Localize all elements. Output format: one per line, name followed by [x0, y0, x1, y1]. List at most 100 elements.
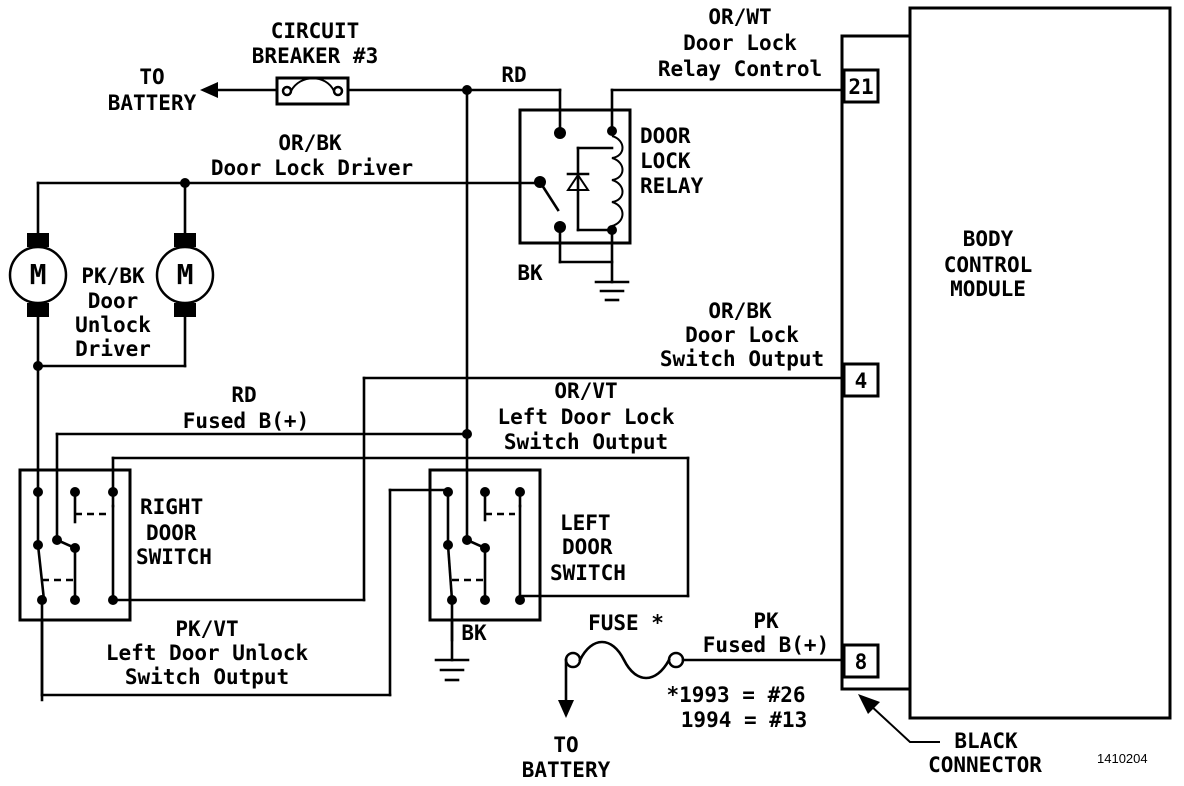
motor-right-cap-top: [174, 233, 196, 247]
left-door-label-3: SWITCH: [550, 561, 626, 585]
door-unlock-label-1: Door: [88, 289, 139, 313]
pin-4-box: [842, 362, 880, 398]
motor-left-cap-bottom: [27, 303, 49, 317]
fuse-note-1994: 1994 = #13: [681, 708, 807, 732]
left-door-lock-label: Left Door Lock: [497, 405, 674, 429]
bcm-label-line1: BODY: [963, 227, 1014, 251]
rd-top-label: RD: [501, 63, 526, 87]
relay-armature: [538, 180, 560, 212]
junction-unlock-driver: [33, 361, 43, 371]
or-bk-switch-label: OR/BK: [708, 299, 772, 323]
rds-contact: [108, 487, 118, 497]
relay-coil: [611, 135, 624, 227]
lds-contact: [480, 543, 490, 553]
black-connector-arrow: [858, 694, 880, 714]
arrow-to-battery-bottom: [558, 700, 574, 718]
relay-coil-top: [607, 126, 617, 136]
fuse-terminal-left: [564, 651, 582, 669]
cb-terminal-left: [281, 85, 293, 97]
bcm-box: [908, 6, 1172, 720]
rds-contact: [33, 487, 43, 497]
cb-terminal-right: [332, 85, 344, 97]
black-connector-leader: [869, 704, 940, 743]
right-door-switch-box: [18, 468, 132, 622]
bcm-label-line3: MODULE: [950, 277, 1026, 301]
left-door-label-1: LEFT: [560, 511, 611, 535]
rds-contact: [70, 543, 80, 553]
to-battery-top-line2: BATTERY: [108, 91, 197, 115]
lds-contact: [515, 487, 525, 497]
door-lock-label-2: Door Lock: [685, 323, 799, 347]
junction-rd-fused: [462, 429, 472, 439]
right-door-label-1: RIGHT: [140, 495, 203, 519]
left-door-label-2: DOOR: [562, 535, 613, 559]
motor-right-label: M: [177, 258, 194, 291]
lds-contact: [480, 487, 490, 497]
lds-contact: [462, 535, 472, 545]
cb-element: [290, 77, 335, 92]
lds-contact: [515, 595, 525, 605]
motor-right-cap-bottom: [174, 303, 196, 317]
pk-fused-label: Fused B(+): [703, 633, 829, 657]
black-connector-line2: CONNECTOR: [928, 753, 1042, 777]
motor-left-label: M: [30, 258, 47, 291]
arrow-to-battery-top: [200, 82, 218, 98]
fuse-note-1993: *1993 = #26: [666, 683, 805, 707]
left-door-unlock-label: Left Door Unlock: [106, 641, 309, 665]
rd-fused-label-1: RD: [231, 383, 256, 407]
unlock-switch-output-label: Switch Output: [125, 665, 289, 689]
bk-switch-label: BK: [461, 621, 487, 645]
to-battery-bottom-line1: TO: [553, 733, 578, 757]
left-door-switch-box: [428, 468, 542, 622]
pk-vt-label: PK/VT: [175, 617, 238, 641]
rds-contact: [70, 487, 80, 497]
circuit-breaker-line2: BREAKER #3: [252, 44, 378, 68]
fuse-terminal-right: [667, 651, 685, 669]
fuse-element: [578, 640, 671, 680]
rds-contact: [33, 540, 43, 550]
circuit-breaker-line1: CIRCUIT: [271, 19, 360, 43]
relay-box: [518, 108, 632, 245]
lds-contact: [443, 487, 453, 497]
rds-pole1-blade: [36, 543, 46, 602]
switch-output-label: Switch Output: [660, 347, 824, 371]
pin-21-box: [842, 68, 880, 104]
right-door-label-3: SWITCH: [136, 545, 212, 569]
to-battery-bottom-line2: BATTERY: [522, 758, 611, 782]
door-lock-driver-label: Door Lock Driver: [211, 156, 413, 180]
rds-contact: [70, 595, 80, 605]
door-lock-label-1: Door Lock: [683, 31, 797, 55]
door-unlock-label-2: Unlock: [75, 313, 151, 337]
relay-label-line3: RELAY: [640, 174, 704, 198]
bcm-label-line2: CONTROL: [944, 253, 1033, 277]
left-switch-output-label: Switch Output: [504, 430, 668, 454]
relay-control-label: Relay Control: [658, 57, 822, 81]
pin-8-label: 8: [855, 650, 868, 674]
pk-bk-label: PK/BK: [81, 264, 145, 288]
lds-contact: [443, 540, 453, 550]
or-bk-driver-label: OR/BK: [278, 131, 342, 155]
relay-label-line1: DOOR: [640, 124, 691, 148]
lds-contact: [447, 595, 457, 605]
pin-4-label: 4: [855, 369, 868, 393]
rds-contact: [52, 535, 62, 545]
figure-id: 1410204: [1097, 751, 1148, 766]
motor-left-cap-top: [27, 233, 49, 247]
bcm-connector-housing: [840, 34, 912, 691]
pk-label: PK: [753, 609, 779, 633]
relay-label-line2: LOCK: [640, 149, 691, 173]
relay-diode: [566, 173, 590, 191]
right-door-label-2: DOOR: [146, 521, 197, 545]
bk-relay-label: BK: [517, 261, 543, 285]
lds-pole1-blade: [446, 543, 454, 602]
lds-contact: [480, 595, 490, 605]
to-battery-top-line1: TO: [139, 65, 164, 89]
black-connector-line1: BLACK: [954, 729, 1018, 753]
door-unlock-label-3: Driver: [75, 337, 151, 361]
rds-contact: [108, 595, 118, 605]
fuse-label: FUSE *: [588, 611, 664, 635]
rd-fused-label-2: Fused B(+): [183, 409, 309, 433]
relay-no-contact: [554, 127, 566, 139]
or-wt-label: OR/WT: [708, 5, 771, 29]
